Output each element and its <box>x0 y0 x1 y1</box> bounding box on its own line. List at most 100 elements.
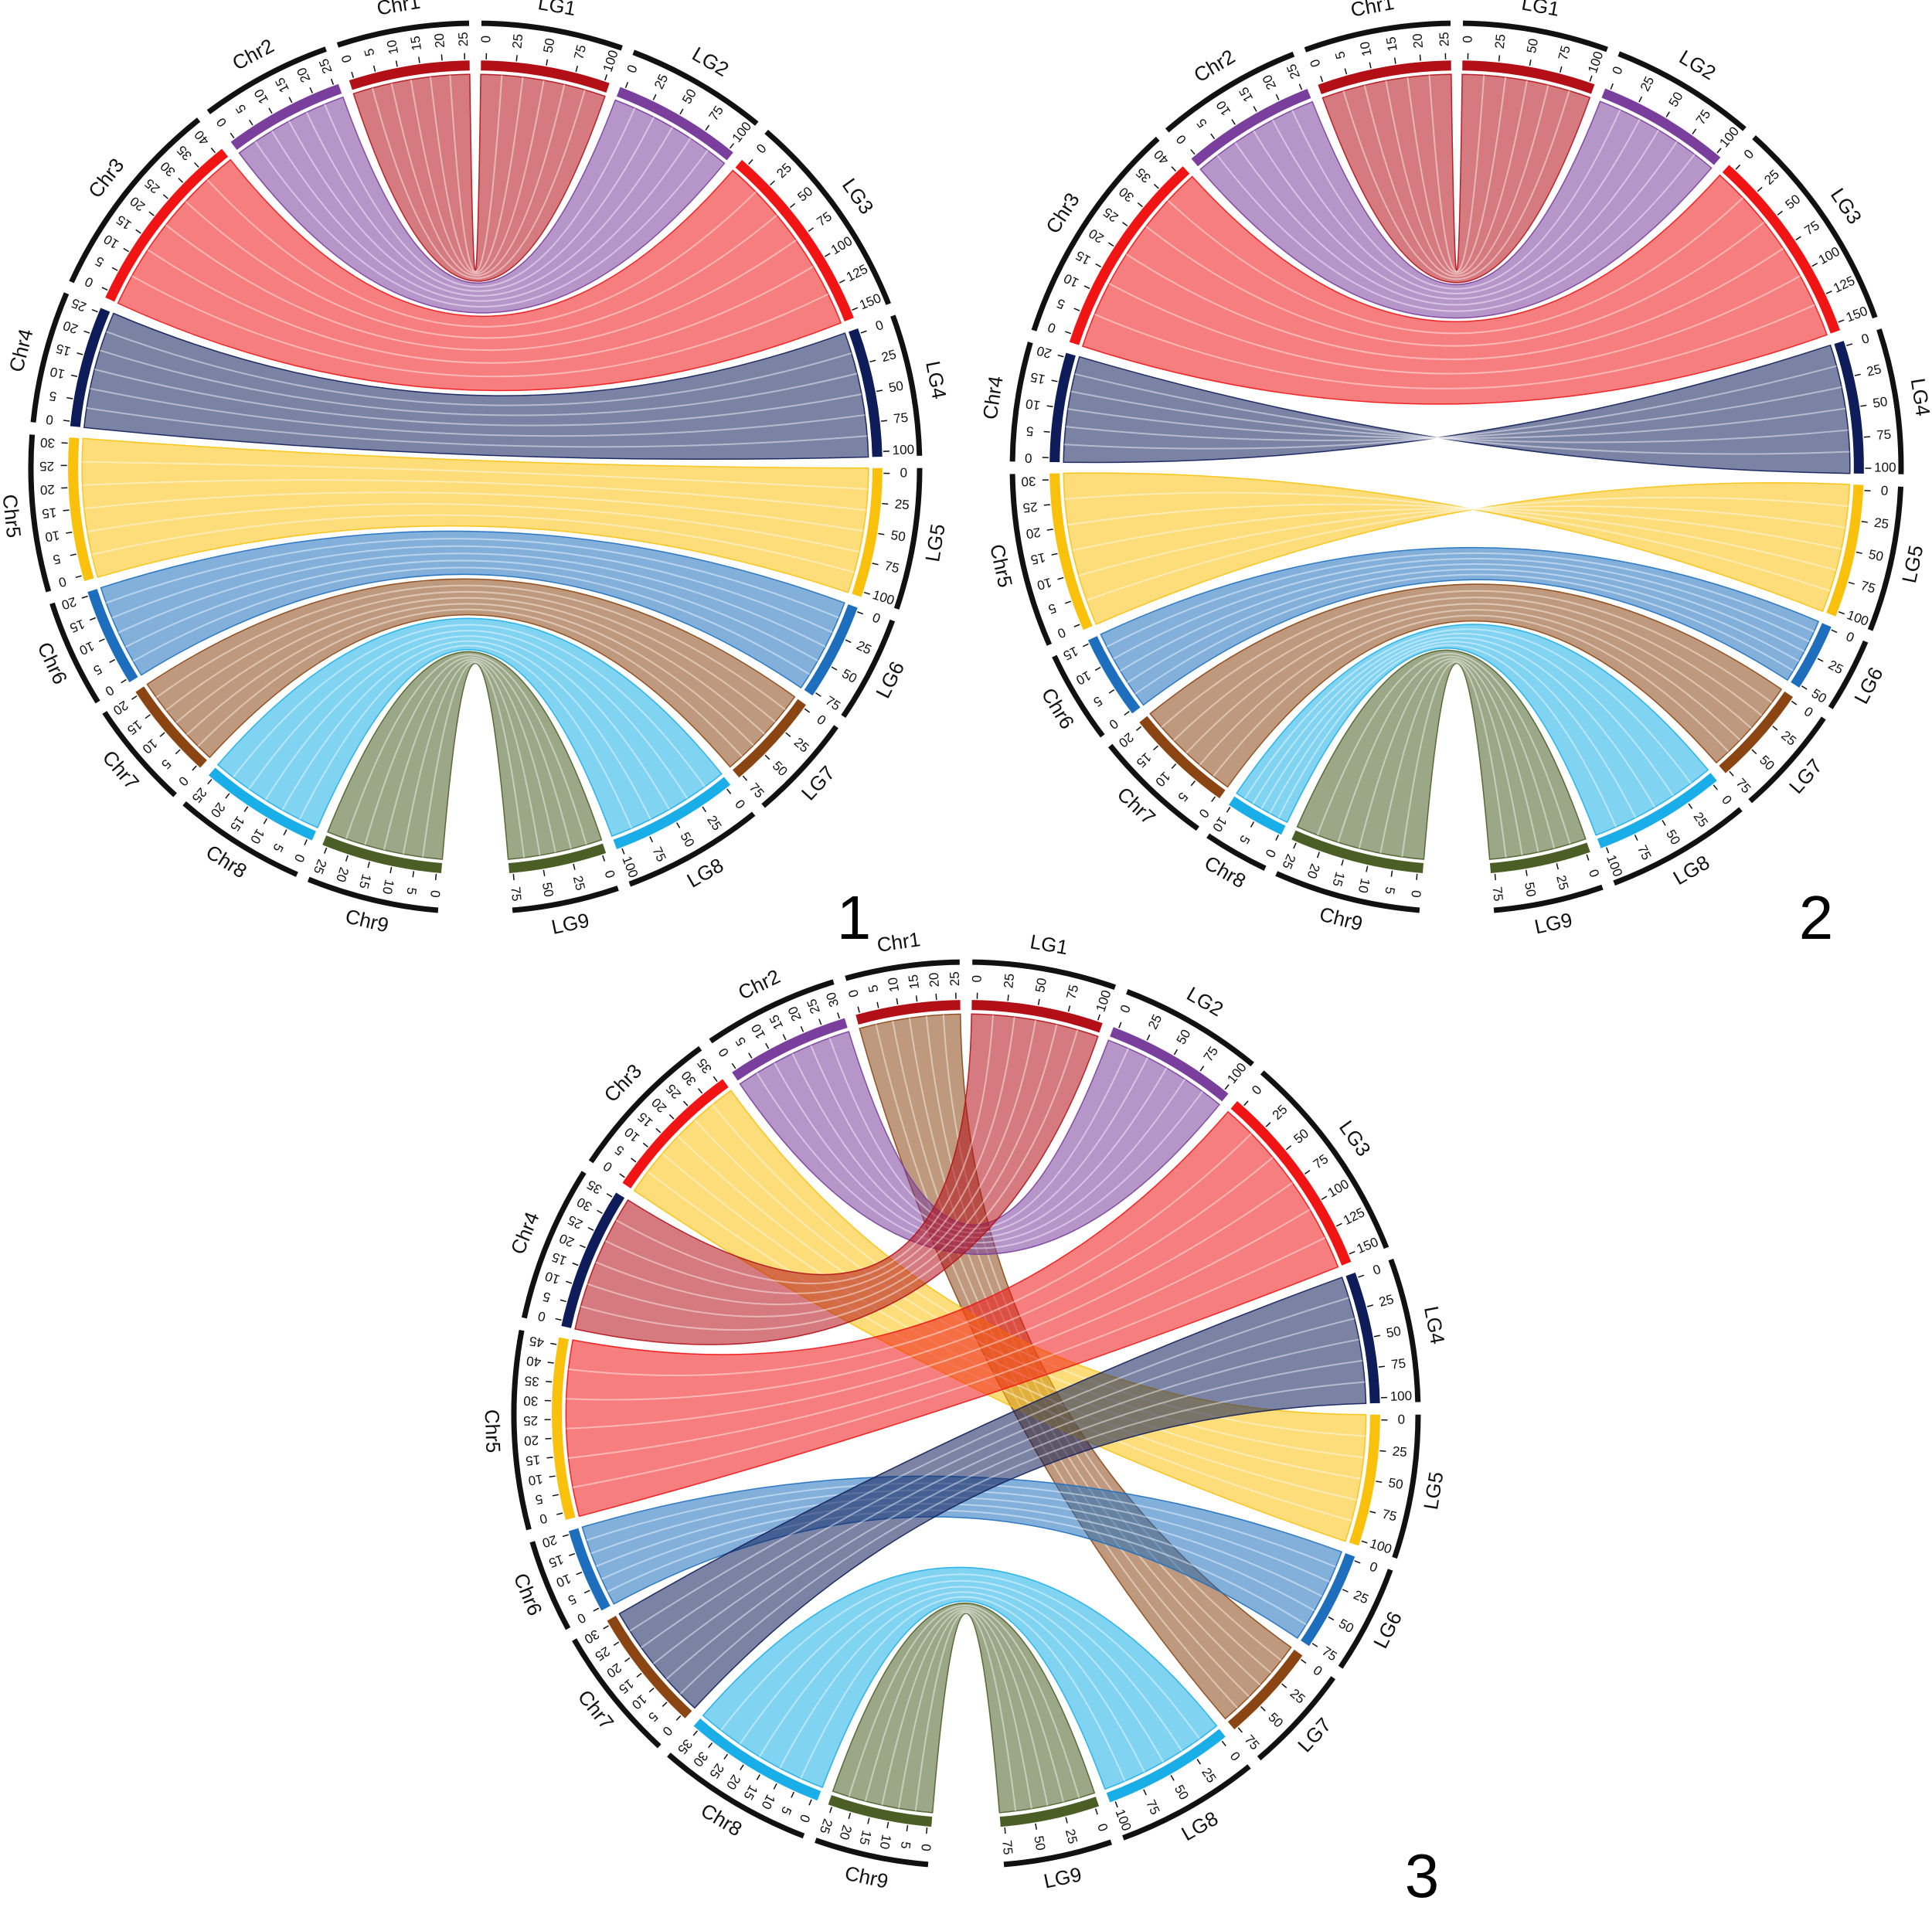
tick-mark <box>123 247 129 253</box>
tick-mark <box>1358 1274 1365 1278</box>
tick-label: 25 <box>663 1081 684 1102</box>
tick-label: 30 <box>40 435 56 450</box>
tick-label: 75 <box>1490 886 1506 903</box>
tick-mark <box>740 1764 744 1770</box>
chromosome-band <box>804 603 858 696</box>
tick-mark <box>192 765 197 771</box>
tick-mark <box>782 1034 787 1041</box>
link-strand <box>117 552 826 648</box>
segment-label: Chr9 <box>343 904 391 937</box>
tick-label: 5 <box>52 551 62 567</box>
link-strand <box>82 461 869 491</box>
tick-mark <box>1065 600 1072 604</box>
tick-mark <box>1298 83 1303 90</box>
link-strand <box>1127 568 1800 684</box>
tick-mark <box>1124 711 1130 716</box>
tick-label: 150 <box>1844 304 1869 325</box>
tick-label: 25 <box>1392 1443 1408 1460</box>
tick-label: 20 <box>208 800 229 821</box>
segment-label: LG9 <box>1042 1862 1083 1892</box>
tick-label: 75 <box>823 693 843 713</box>
tick-label: 75 <box>1242 1732 1263 1753</box>
tick-mark <box>1589 75 1593 82</box>
link-strand <box>580 1029 1079 1331</box>
tick-label: 15 <box>124 717 145 738</box>
outer-ring-arc <box>1617 51 1747 131</box>
chromosome-band <box>616 87 733 161</box>
tick-label: 5 <box>1055 296 1067 312</box>
tick-label: 125 <box>1831 273 1857 295</box>
tick-mark <box>1196 1759 1202 1765</box>
tick-mark <box>367 862 370 869</box>
tick-label: 5 <box>1382 886 1397 895</box>
segment-label: LG1 <box>536 0 578 20</box>
tick-mark <box>824 253 831 257</box>
tick-mark <box>562 1534 569 1538</box>
outer-ring-arc <box>1009 474 1053 646</box>
circos-panel-1: 2520151050Chr12520151050Chr2403530252015… <box>0 0 951 952</box>
tick-mark <box>351 71 355 78</box>
tick-label: 75 <box>1201 1044 1221 1064</box>
link-strand <box>132 566 811 675</box>
tick-label: 0 <box>716 1045 732 1059</box>
link-strand <box>1406 76 1507 274</box>
tick-mark <box>1498 55 1501 62</box>
segment-label: LG3 <box>1335 1116 1376 1160</box>
tick-mark <box>66 396 73 399</box>
segment-label: Chr6 <box>509 1570 547 1620</box>
tick-label: 0 <box>1398 1412 1406 1426</box>
tick-mark <box>225 793 230 799</box>
tick-label: 25 <box>817 1817 835 1835</box>
tick-label: 0 <box>845 988 862 999</box>
link-chr8-lg8 <box>702 1566 1218 1790</box>
tick-label: 10 <box>1213 98 1233 118</box>
tick-mark <box>543 869 546 876</box>
tick-mark <box>648 1687 655 1693</box>
link-strand <box>566 1181 1293 1430</box>
tick-mark <box>1665 111 1670 117</box>
link-strand <box>1401 661 1507 858</box>
tick-label: 15 <box>41 505 57 521</box>
tick-mark <box>1097 1014 1100 1021</box>
tick-mark <box>1349 1251 1355 1255</box>
tick-label: 10 <box>1209 814 1230 835</box>
tick-mark <box>878 532 885 535</box>
tick-mark <box>1073 624 1080 627</box>
tick-mark <box>418 56 420 63</box>
link-strand <box>1271 119 1641 294</box>
outer-ring-arc <box>628 811 756 887</box>
tick-mark <box>668 1113 675 1120</box>
tick-label: 50 <box>539 881 556 898</box>
tick-mark <box>1067 1005 1071 1012</box>
tick-mark <box>1311 1643 1318 1647</box>
tick-mark <box>546 1457 553 1459</box>
tick-label: 25 <box>566 1212 585 1232</box>
link-strand <box>587 1024 1058 1317</box>
tick-label: 25 <box>1873 515 1889 532</box>
segment-label: LG1 <box>1520 0 1562 21</box>
tick-mark <box>886 1821 889 1828</box>
chromosome-band <box>1601 88 1721 165</box>
tick-label: 25 <box>142 175 163 196</box>
tick-mark <box>675 1715 682 1721</box>
link-layer <box>1063 73 1851 860</box>
tick-label: 50 <box>1265 1710 1286 1731</box>
tick-mark <box>1692 128 1697 134</box>
segment-label: Chr1 <box>1349 0 1396 22</box>
tick-mark <box>546 59 549 66</box>
circos-panel-3: 2520151050Chr1302520151050Chr23530252015… <box>481 927 1450 1910</box>
tick-mark <box>619 1173 625 1178</box>
tick-mark <box>91 308 98 313</box>
chromosome-band <box>508 843 607 873</box>
tick-mark <box>649 836 654 843</box>
segment-label: LG6 <box>1369 1608 1406 1652</box>
tick-label: 75 <box>747 780 767 801</box>
link-strand <box>604 1016 1015 1294</box>
tick-label: 20 <box>1260 73 1279 92</box>
tick-label: 10 <box>1073 668 1094 688</box>
link-strand <box>1119 563 1805 672</box>
